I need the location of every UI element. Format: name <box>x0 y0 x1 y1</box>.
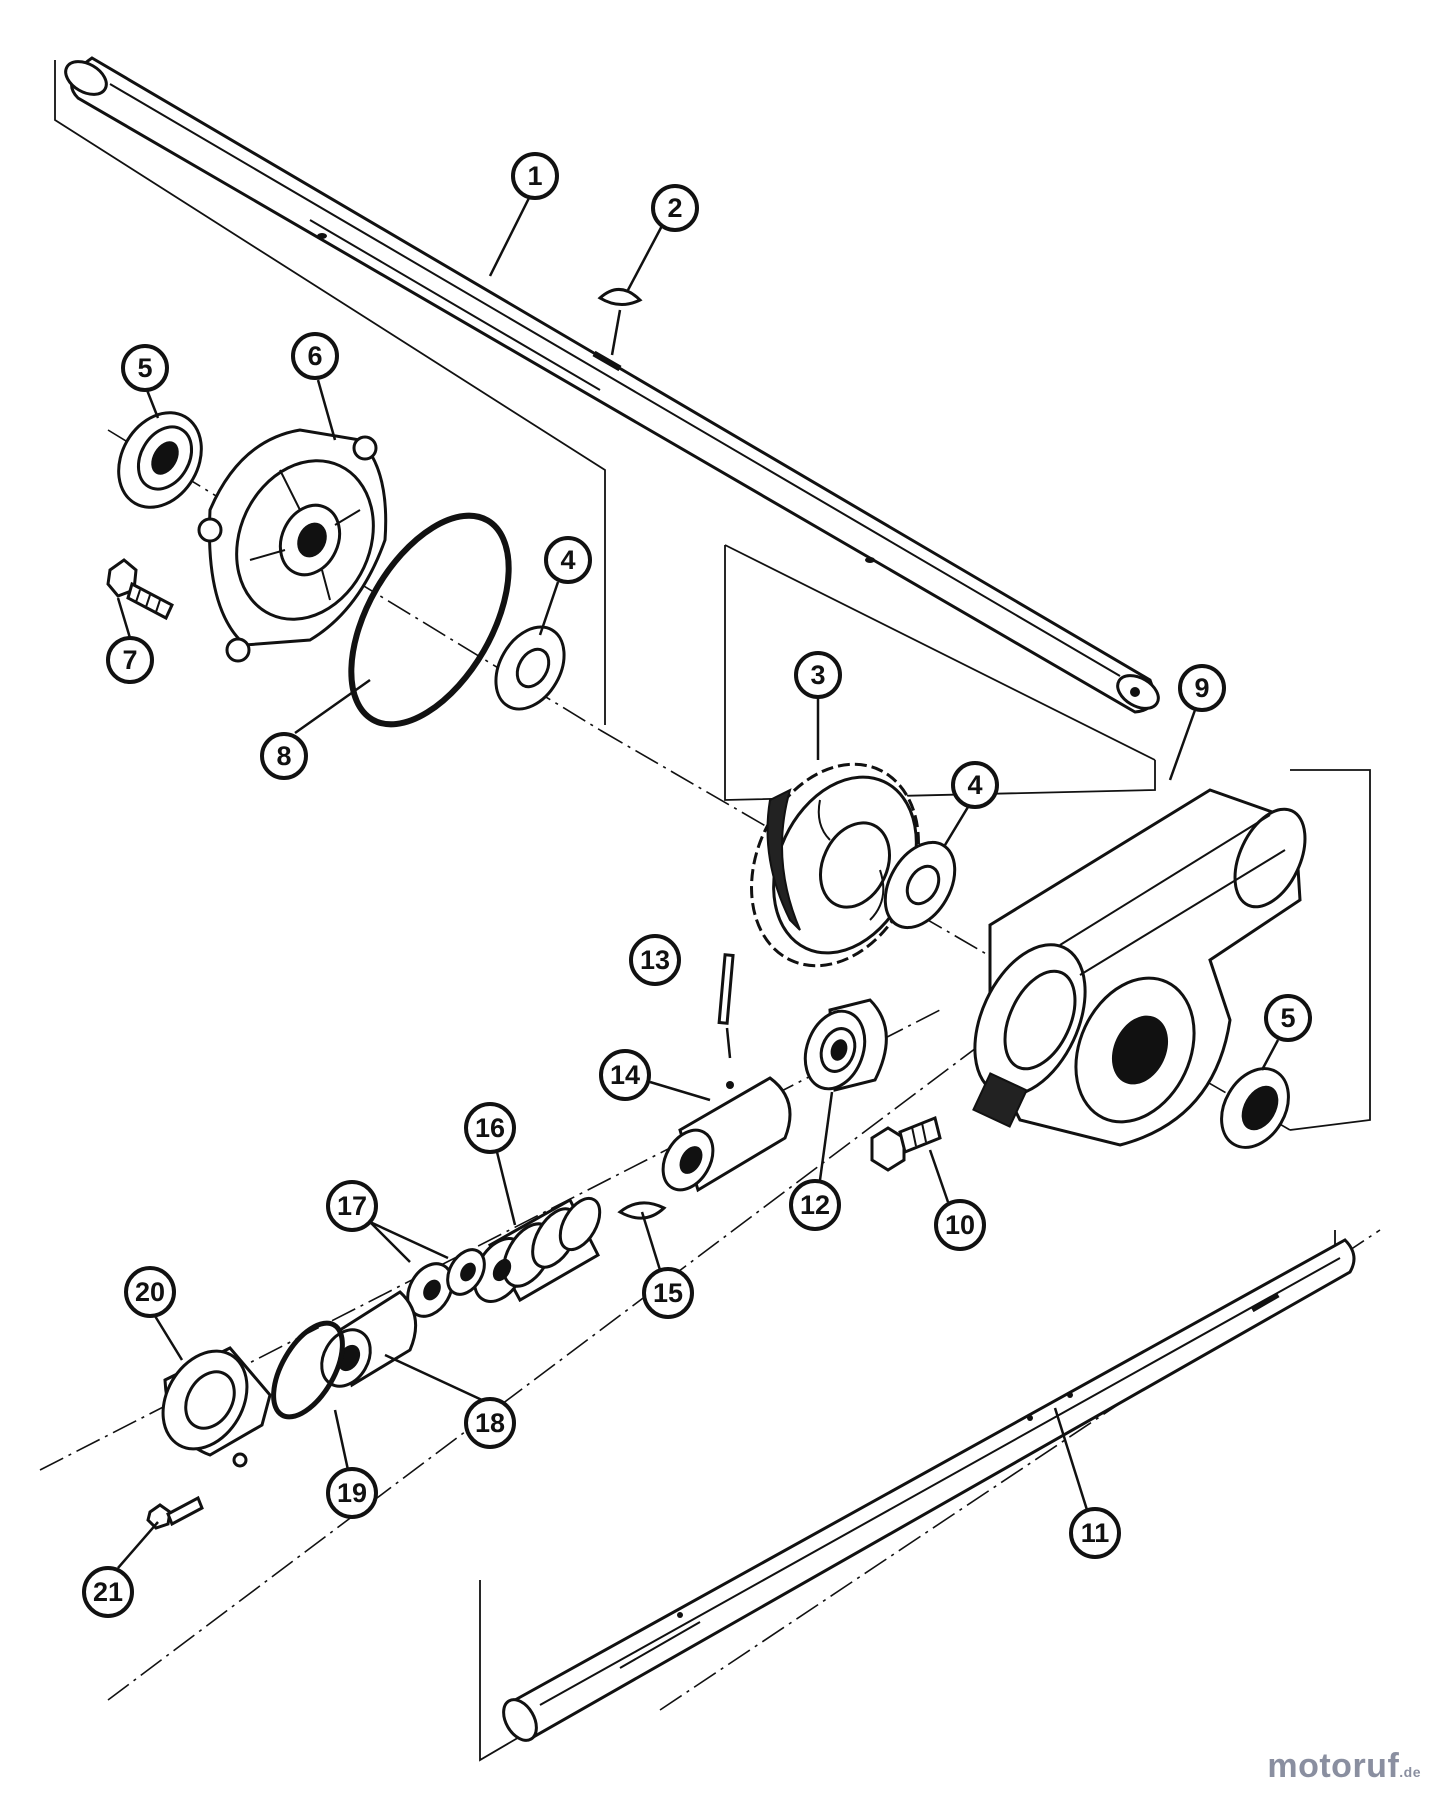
callout-4-upper: 4 <box>544 536 592 584</box>
svg-text:4: 4 <box>967 770 982 800</box>
callout-21: 21 <box>82 1566 134 1618</box>
woodruff-key-lower <box>617 1201 667 1220</box>
watermark-part1: moto <box>1267 1747 1353 1785</box>
callout-2: 2 <box>651 184 699 232</box>
svg-text:15: 15 <box>653 1278 683 1308</box>
thrust-washers <box>406 1248 486 1318</box>
callout-13: 13 <box>629 934 681 986</box>
spur-gear <box>750 762 920 968</box>
svg-text:21: 21 <box>93 1577 123 1607</box>
svg-text:12: 12 <box>800 1190 830 1220</box>
roll-pin <box>717 953 735 1059</box>
end-cover-left <box>197 428 388 663</box>
leader-lines <box>116 195 1280 1569</box>
callout-5-right: 5 <box>1264 994 1312 1042</box>
callout-10: 10 <box>934 1199 986 1251</box>
o-ring-large <box>348 512 512 728</box>
svg-text:8: 8 <box>276 741 291 771</box>
callout-5-left: 5 <box>121 344 169 392</box>
svg-text:2: 2 <box>667 193 682 223</box>
washer-upper <box>494 625 566 711</box>
callout-20: 20 <box>124 1266 176 1318</box>
callout-18: 18 <box>464 1397 516 1449</box>
callout-4-lower: 4 <box>951 761 999 809</box>
washer-lower <box>883 840 957 930</box>
callout-11: 11 <box>1069 1507 1121 1559</box>
callout-15: 15 <box>642 1267 694 1319</box>
svg-text:11: 11 <box>1081 1518 1110 1548</box>
callout-12: 12 <box>789 1179 841 1231</box>
svg-text:19: 19 <box>337 1478 367 1508</box>
svg-text:9: 9 <box>1194 673 1209 703</box>
svg-text:6: 6 <box>307 341 322 371</box>
svg-text:1: 1 <box>527 161 542 191</box>
worm-gear <box>472 1196 602 1303</box>
svg-text:3: 3 <box>810 660 825 690</box>
shaft-upper <box>64 56 1160 714</box>
shaft-lower <box>502 1238 1356 1742</box>
svg-text:20: 20 <box>135 1277 165 1307</box>
flanged-bushing <box>320 1290 418 1388</box>
svg-text:7: 7 <box>122 645 137 675</box>
sleeve <box>661 1076 792 1193</box>
screw-small <box>146 1495 204 1530</box>
svg-text:5: 5 <box>137 353 152 383</box>
gear-housing <box>972 788 1307 1147</box>
callout-16: 16 <box>464 1102 516 1154</box>
drain-plug <box>870 1115 942 1172</box>
woodruff-key-upper <box>597 288 643 356</box>
callout-8: 8 <box>260 732 308 780</box>
callout-14: 14 <box>599 1049 651 1101</box>
ball-bearing <box>803 998 888 1092</box>
watermark-logo: motoruf.de <box>1267 1747 1421 1786</box>
svg-text:4: 4 <box>560 545 575 575</box>
oil-seal-left <box>117 411 203 509</box>
svg-text:10: 10 <box>945 1210 975 1240</box>
callout-1: 1 <box>511 152 559 200</box>
svg-text:16: 16 <box>475 1113 505 1143</box>
svg-text:17: 17 <box>337 1191 367 1221</box>
callout-7: 7 <box>106 636 154 684</box>
svg-text:18: 18 <box>475 1408 505 1438</box>
callout-17: 17 <box>326 1180 378 1232</box>
callout-19: 19 <box>326 1467 378 1519</box>
bolt-left <box>106 558 174 621</box>
svg-text:13: 13 <box>640 945 670 975</box>
end-cap <box>161 1346 272 1468</box>
callout-9: 9 <box>1178 664 1226 712</box>
oil-seal-right <box>1220 1067 1290 1149</box>
watermark-part2: ruf <box>1352 1747 1400 1785</box>
svg-text:14: 14 <box>610 1060 640 1090</box>
o-ring-small <box>271 1320 345 1420</box>
callout-3: 3 <box>794 651 842 699</box>
callout-6: 6 <box>291 332 339 380</box>
svg-text:5: 5 <box>1280 1003 1295 1033</box>
watermark-suffix: .de <box>1399 1764 1421 1780</box>
